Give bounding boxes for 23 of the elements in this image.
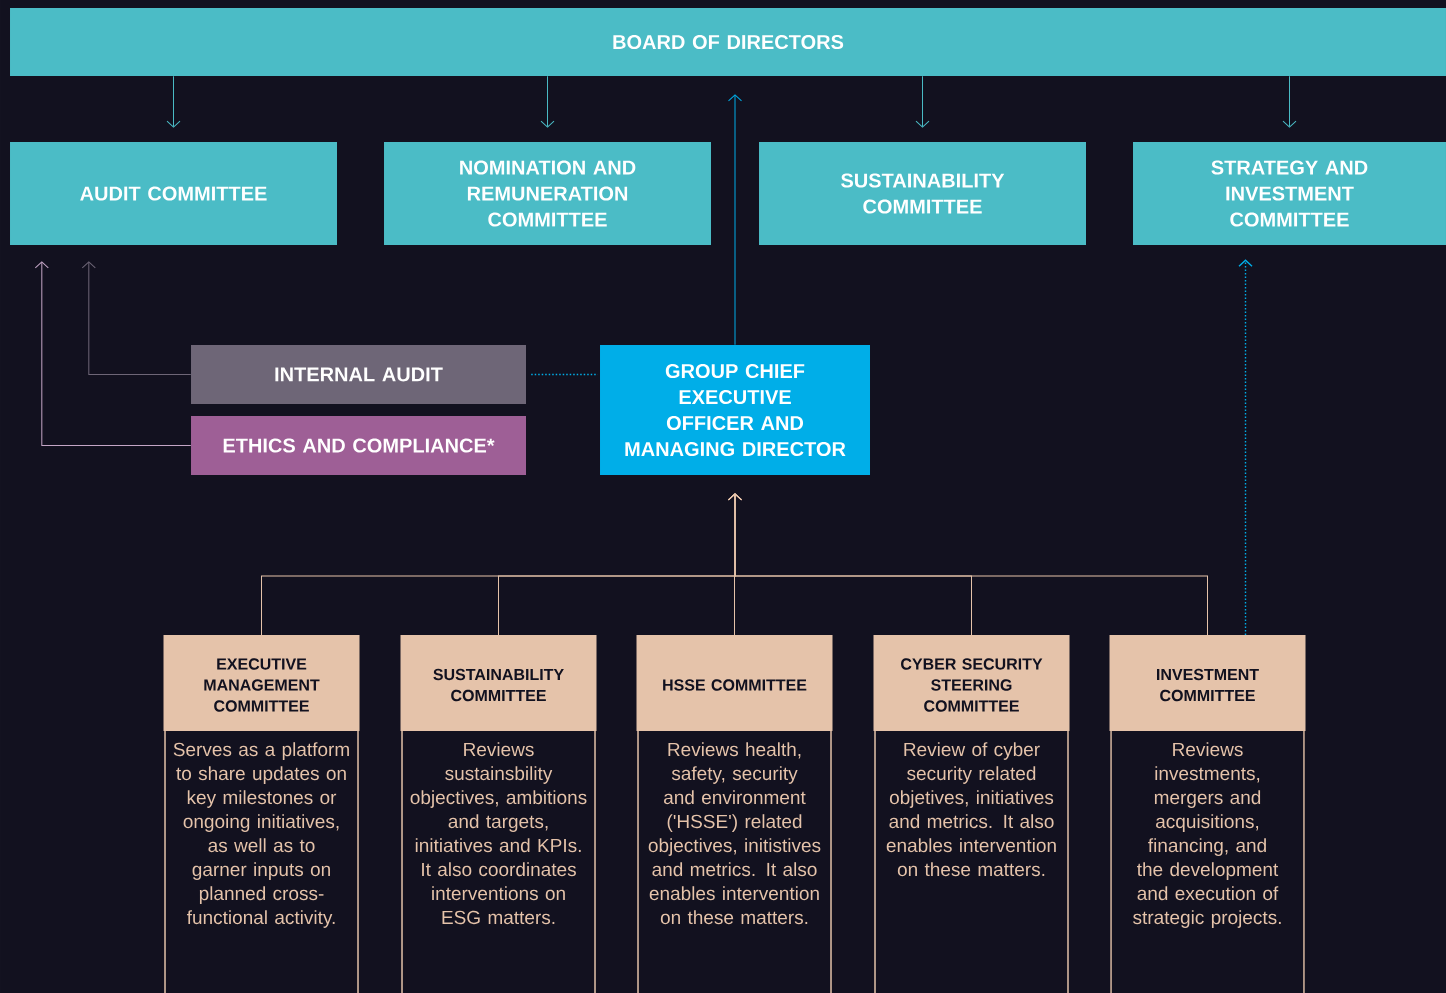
arrow — [728, 94, 742, 346]
arrow — [1282, 75, 1297, 128]
arrow — [166, 75, 181, 128]
committee-card: EXECUTIVE MANAGEMENT COMMITTEE Serves as a platform to share updates on key milestones or ongoing initiatives, as well as to garner inputs on planned cross-functional activity. — [163, 635, 360, 993]
arrow — [915, 75, 930, 128]
executive-box: GROUP CHIEF EXECUTIVE OFFICER AND MANAGING DIRECTOR — [600, 345, 870, 475]
function-box: ETHICS AND COMPLIANCE* — [191, 416, 526, 475]
header-bar: BOARD OF DIRECTORS — [10, 8, 1446, 76]
arrow — [540, 75, 555, 128]
arrow — [81, 261, 192, 375]
committee-card: CYBER SECURITY STEERING COMMITTEE Review of cyber security related objetives, initiatives and metrics. It also enables intervention on these matters. — [873, 635, 1070, 993]
committee-box: NOMINATION AND REMUNERATION COMMITTEE — [384, 142, 711, 245]
committee-card: SUSTAINABILITY COMMITTEE Reviews sustainsbility objectives, ambitions and targets, initiatives and KPIs. It also coordinates interventions on ESG matters. — [400, 635, 597, 993]
committee-card: INVESTMENT COMMITTEE Reviews investments, mergers and acquisitions, financing, and the development and execution of strategic projects. — [1109, 635, 1306, 993]
committee-box: STRATEGY AND INVESTMENT COMMITTEE — [1133, 142, 1446, 245]
dotted-connector — [530, 373, 599, 376]
arrow — [34, 261, 192, 446]
committee-box: SUSTAINABILITY COMMITTEE — [759, 142, 1086, 245]
dotted-connector — [1238, 259, 1253, 636]
arrow — [728, 493, 1208, 636]
committee-card: HSSE COMMITTEE Reviews health, safety, security and environment ('HSSE') related objectives, initistives and metrics. It also enables intervention on these matters. — [636, 635, 833, 993]
function-box: INTERNAL AUDIT — [191, 345, 526, 404]
committee-box: AUDIT COMMITTEE — [10, 142, 337, 245]
